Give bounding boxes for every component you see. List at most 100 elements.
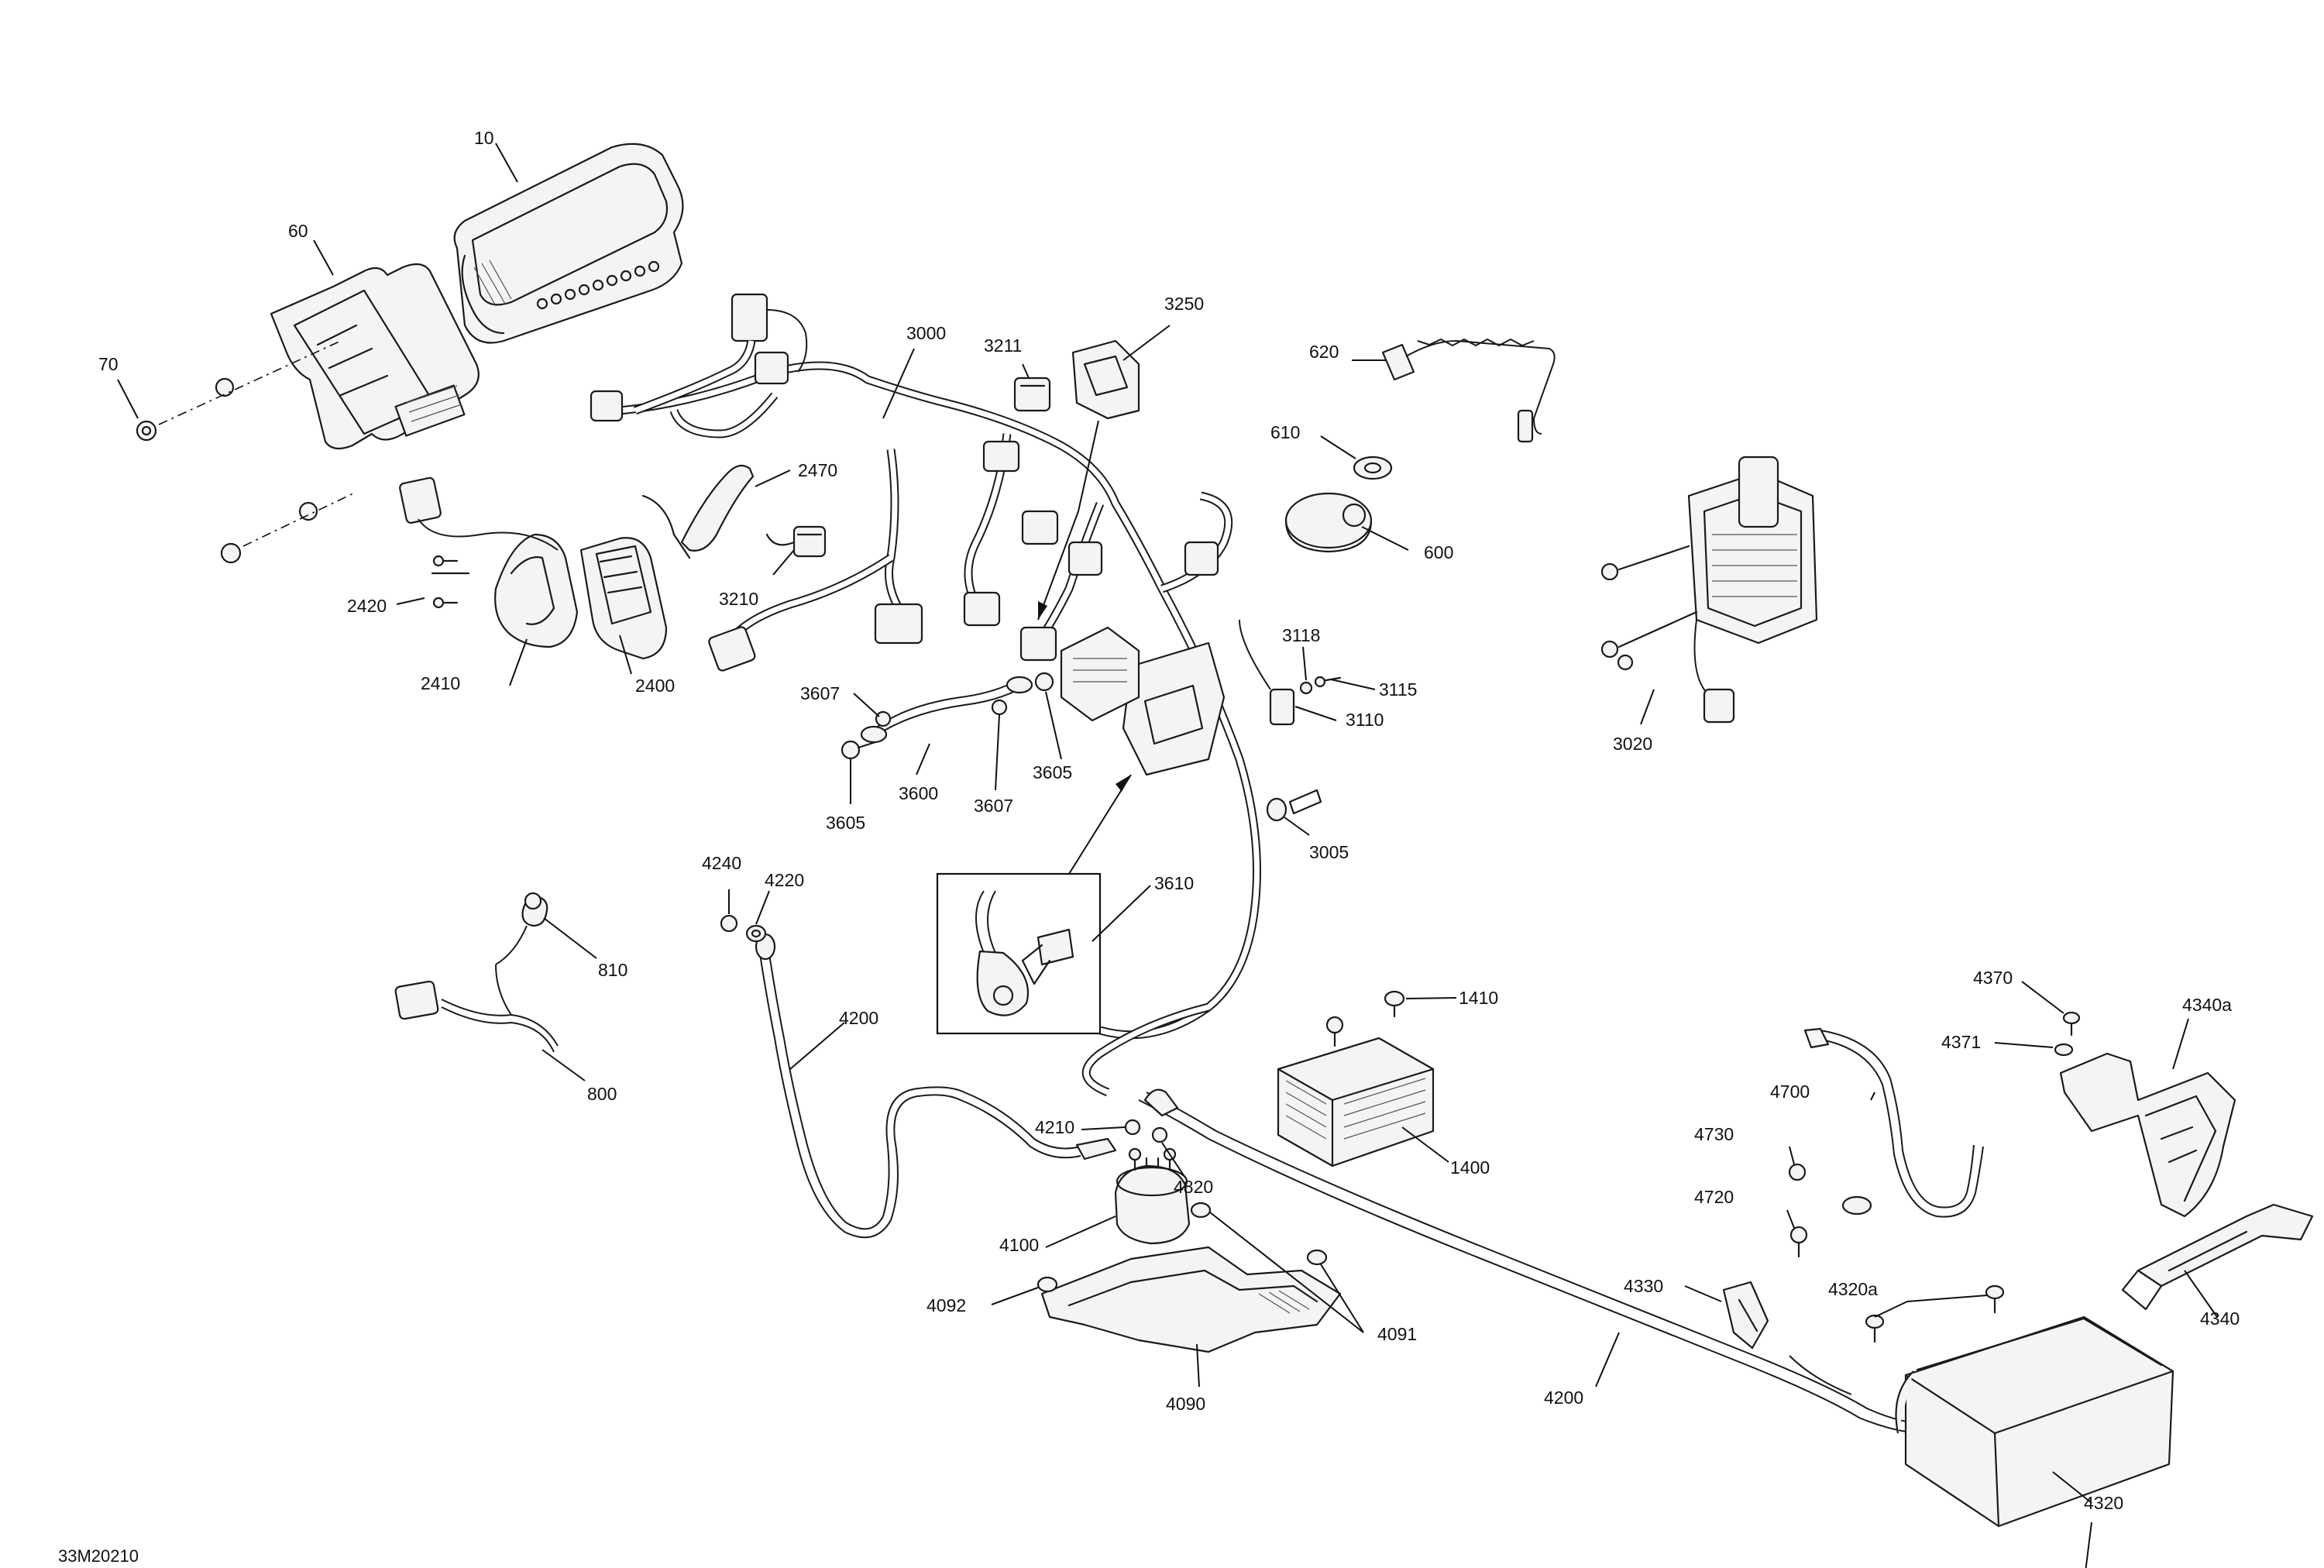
callout-3210: 3210	[719, 589, 758, 609]
part-3210-sensor	[765, 525, 827, 558]
callout-3250: 3250	[1164, 294, 1204, 314]
callout-810: 810	[598, 960, 627, 980]
callout-4700: 4700	[1770, 1081, 1810, 1102]
part-4210-nut	[1124, 1119, 1141, 1136]
callout-4200: 4200	[839, 1008, 878, 1028]
part-3600-ground-cable	[860, 676, 1033, 744]
part-3250-switch	[1071, 339, 1140, 420]
callout-800: 800	[587, 1084, 617, 1104]
callout-4090: 4090	[1166, 1394, 1205, 1414]
callout-1410: 1410	[1459, 988, 1498, 1008]
part-4220-washer	[745, 924, 767, 943]
part-2420-screws	[431, 555, 470, 609]
callout-4720: 4720	[1694, 1187, 1734, 1207]
callout-4340a: 4340a	[2182, 995, 2232, 1015]
callout-4240: 4240	[702, 853, 741, 873]
part-600-switch-body	[1284, 492, 1373, 553]
part-4090-bracket	[1040, 1246, 1342, 1353]
part-4091-screws	[1190, 1202, 1328, 1266]
callout-4220: 4220	[765, 870, 804, 890]
part-2410-switch-cover	[494, 533, 579, 648]
callout-4091: 4091	[1377, 1324, 1417, 1344]
callout-3000: 3000	[906, 323, 946, 343]
callout-1400: 1400	[1450, 1157, 1490, 1178]
part-3115-screw	[1314, 676, 1342, 688]
part-4370-screw	[2062, 1011, 2081, 1037]
part-1410-screw	[1384, 990, 1405, 1018]
part-4340a-bracket	[2059, 1052, 2236, 1218]
callout-70: 70	[98, 354, 119, 374]
callout-4320a: 4320a	[1828, 1279, 1878, 1299]
callout-2470: 2470	[798, 460, 837, 480]
callout-4100: 4100	[999, 1235, 1039, 1255]
part-4700-negative-cable	[1803, 1027, 1984, 1218]
callout-620: 620	[1309, 342, 1339, 362]
callout-3005: 3005	[1309, 842, 1349, 862]
part-3005-grommet	[1266, 789, 1322, 822]
part-4200-positive-cable	[1138, 1088, 1947, 1435]
callout-3605: 3605	[1033, 762, 1072, 782]
callout-4730: 4730	[1694, 1124, 1734, 1144]
part-4730-nut	[1788, 1163, 1807, 1181]
part-70-screws	[136, 340, 357, 564]
callout-2410: 2410	[421, 673, 460, 693]
part-4720-screw	[1789, 1226, 1808, 1258]
callout-4320: 4320	[2084, 1493, 2123, 1513]
callout-3110: 3110	[1346, 710, 1384, 730]
callout-600: 600	[1424, 542, 1453, 562]
part-60-bracket	[270, 263, 480, 450]
part-3607-nuts	[875, 699, 1008, 727]
reference-code: 33M20210	[58, 1546, 139, 1566]
part-4200-battery-cable	[755, 933, 1117, 1239]
callout-4200-second: 4200	[1544, 1387, 1583, 1408]
callout-3607: 3607	[800, 683, 840, 703]
part-620-tether-cord	[1381, 338, 1556, 443]
callout-4340: 4340	[2200, 1308, 2240, 1329]
part-4320a-screws	[1865, 1284, 2005, 1343]
part-800-harness	[394, 964, 559, 1053]
part-3000-main-harness	[590, 293, 1261, 1097]
part-1400-voltage-regulator	[1277, 1016, 1435, 1167]
part-810-sensor	[495, 892, 548, 965]
callout-2400: 2400	[635, 676, 675, 696]
callout-3115: 3115	[1379, 679, 1417, 700]
callout-4210: 4210	[1035, 1117, 1074, 1137]
callout-4820: 4820	[1174, 1177, 1213, 1197]
connector-near-2400	[399, 476, 559, 551]
callout-4330: 4330	[1624, 1276, 1663, 1296]
leader-lines	[117, 143, 2218, 1568]
callout-4370: 4370	[1973, 968, 2013, 988]
callout-3118: 3118	[1282, 625, 1320, 645]
callout-3020: 3020	[1613, 734, 1652, 754]
part-3211-connector	[1013, 377, 1051, 412]
callout-2420: 2420	[347, 596, 387, 616]
callout-3607-second: 3607	[974, 796, 1013, 816]
harness-left-branch	[634, 309, 808, 415]
part-2470-lever	[672, 464, 755, 559]
callout-4092: 4092	[927, 1295, 966, 1315]
part-3610-detail-inset	[936, 774, 1132, 1035]
part-4240-nut	[720, 914, 738, 933]
callout-3605-second: 3605	[826, 813, 865, 833]
part-4330-terminal-cover	[1722, 1281, 1769, 1350]
callout-10: 10	[474, 128, 494, 148]
callout-3600: 3600	[899, 783, 938, 803]
part-4100-solenoid	[1114, 1147, 1191, 1245]
part-610-washer	[1353, 456, 1393, 480]
callout-labels: 10 60 70 2400 2410 2420 2470 3000 3211 3…	[58, 128, 2240, 1566]
part-4371-washer	[2054, 1043, 2074, 1057]
part-4092-screw	[1037, 1276, 1058, 1293]
part-3020-fuse-box	[1600, 456, 1818, 724]
callout-3211: 3211	[984, 335, 1022, 356]
part-4340-strap	[2121, 1203, 2314, 1311]
callout-3610: 3610	[1154, 873, 1194, 893]
part-3118-washer	[1299, 681, 1313, 695]
part-10-gauge-cluster	[453, 143, 684, 344]
part-3605-bolts	[841, 672, 1054, 760]
callout-610: 610	[1270, 422, 1300, 442]
callout-4371: 4371	[1941, 1032, 1981, 1052]
part-3110-connector	[1239, 619, 1295, 726]
part-2400-switch-housing	[579, 494, 676, 660]
part-4820-nut	[1151, 1126, 1168, 1143]
